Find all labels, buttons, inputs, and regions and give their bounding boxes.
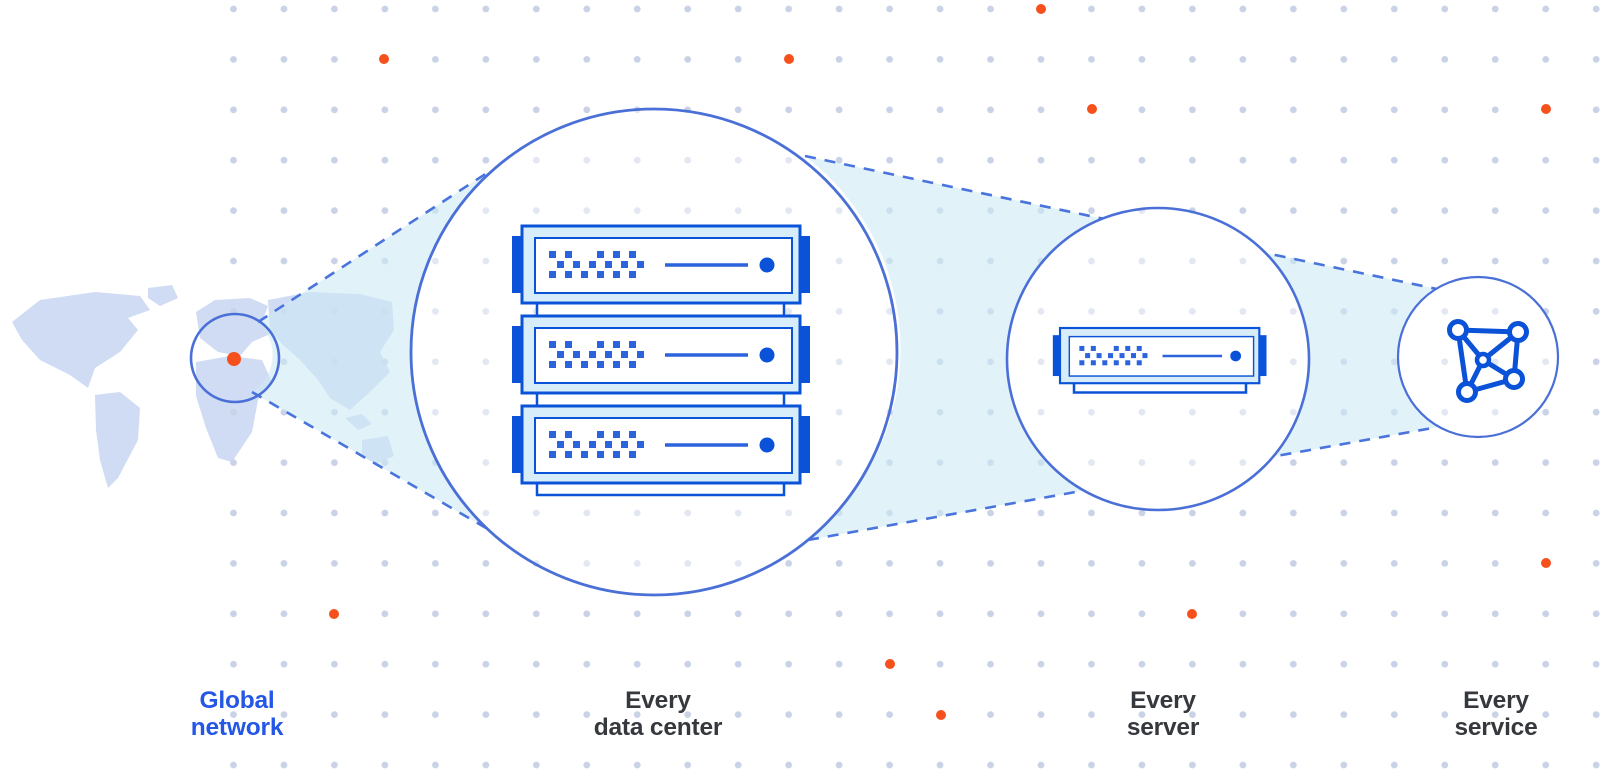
label-line: network	[190, 714, 284, 741]
label-line: Global	[199, 687, 275, 714]
accent-dot	[936, 710, 946, 720]
accent-dots	[329, 4, 1551, 720]
server-unit-single	[1051, 326, 1268, 385]
location-marker-dot	[227, 352, 241, 366]
single-server-icon	[1051, 326, 1268, 394]
accent-dot	[329, 609, 339, 619]
accent-dot	[1541, 558, 1551, 568]
label-line: service	[1454, 714, 1538, 741]
label-line: data center	[593, 714, 723, 741]
beam-map-to-datacenter	[252, 171, 490, 528]
accent-dot	[1036, 4, 1046, 14]
accent-dot	[1087, 104, 1097, 114]
label-line: server	[1126, 714, 1200, 741]
label-every-service: Every service	[1396, 687, 1596, 741]
mesh-network-icon	[1447, 319, 1529, 403]
dashed-connector-lower-left	[251, 390, 487, 530]
label-every-data-center: Every data center	[558, 687, 758, 741]
label-global-network: Global network	[137, 687, 337, 741]
server-rack-icon	[510, 224, 812, 497]
label-every-server: Every server	[1063, 687, 1263, 741]
accent-dot	[1187, 609, 1197, 619]
dashed-connector-upper-left	[257, 169, 491, 324]
server-unit-2	[510, 314, 812, 395]
map-highlight-circle	[189, 312, 281, 404]
label-line: Every	[1463, 687, 1529, 714]
accent-dot	[784, 54, 794, 64]
label-line: Every	[625, 687, 691, 714]
accent-dot	[1541, 104, 1551, 114]
label-line: Every	[1130, 687, 1196, 714]
server-unit-3	[510, 404, 812, 485]
server-unit-1	[510, 224, 812, 305]
accent-dot	[885, 659, 895, 669]
accent-dot	[379, 54, 389, 64]
